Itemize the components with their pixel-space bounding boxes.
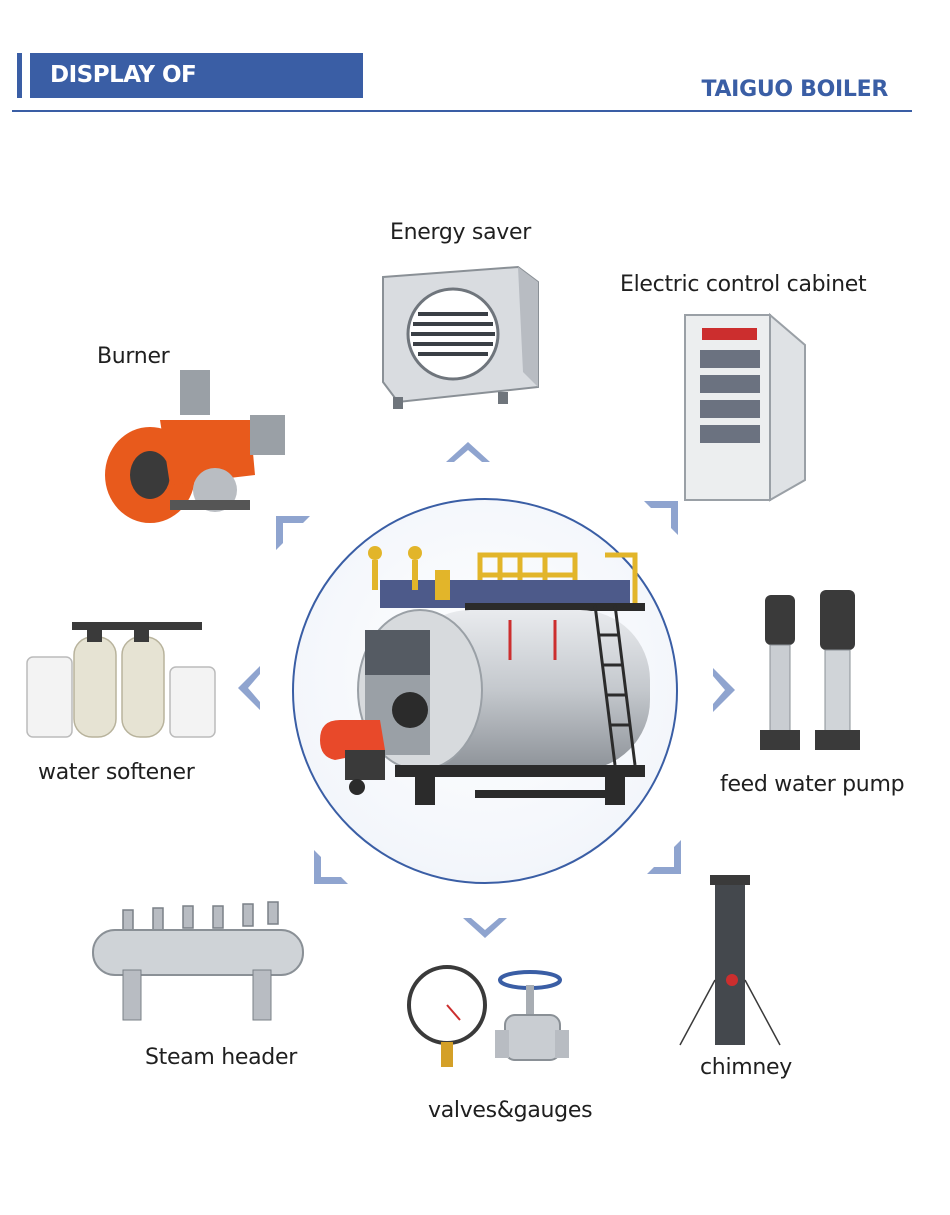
water-softener-illustration bbox=[26, 622, 216, 738]
arrow-down-right-icon bbox=[635, 830, 695, 890]
arrow-down-left-icon bbox=[300, 840, 360, 900]
energy-saver-label: Energy saver bbox=[390, 220, 531, 245]
boiler-illustration bbox=[320, 546, 650, 805]
arrow-left-icon bbox=[218, 658, 278, 718]
feed-water-pump-label: feed water pump bbox=[720, 772, 905, 797]
chimney-label: chimney bbox=[700, 1055, 792, 1080]
arrow-up-icon bbox=[438, 420, 498, 480]
water-softener-label: water softener bbox=[38, 760, 195, 785]
steam-header-illustration bbox=[92, 901, 304, 1021]
energy-saver-illustration bbox=[382, 265, 539, 409]
valves-gauges-label: valves&gauges bbox=[428, 1098, 593, 1123]
header-accent-bar bbox=[17, 53, 22, 98]
electric-cabinet-illustration bbox=[684, 312, 806, 502]
arrow-down-icon bbox=[455, 900, 515, 960]
electric-cabinet-label: Electric control cabinet bbox=[620, 272, 867, 297]
arrow-up-left-icon bbox=[262, 500, 322, 560]
section-title: DISPLAY OF ACCESSORIES bbox=[30, 53, 363, 133]
brand-name: TAIGUO BOILER bbox=[701, 77, 888, 102]
feed-water-pump-illustration bbox=[760, 590, 860, 750]
steam-header-label: Steam header bbox=[145, 1045, 297, 1070]
chimney-illustration bbox=[679, 875, 781, 1046]
header-divider bbox=[12, 110, 912, 112]
arrow-right-icon bbox=[695, 660, 755, 720]
valves-gauges-illustration bbox=[407, 965, 569, 1067]
arrow-up-right-icon bbox=[632, 485, 692, 545]
burner-label: Burner bbox=[97, 344, 170, 369]
burner-illustration bbox=[105, 370, 285, 523]
